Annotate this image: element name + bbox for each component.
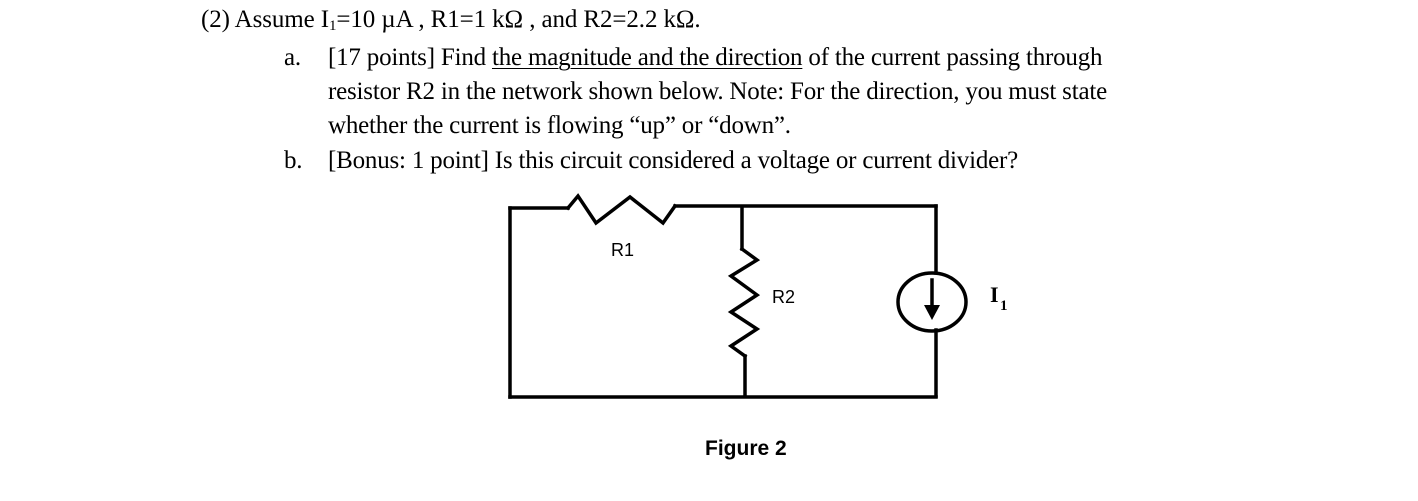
r2-label: R2: [772, 287, 795, 307]
item-a-line-1: [17 points] Find the magnitude and the d…: [328, 44, 1103, 72]
current-source-circle: [896, 271, 968, 333]
r1-label: R1: [611, 240, 634, 260]
item-b-marker: b.: [284, 147, 303, 174]
item-a-line-3: whether the current is flowing “up” or “…: [328, 112, 791, 139]
source-label-subscript: 1: [1000, 298, 1008, 314]
resistor-r1: [565, 193, 678, 226]
source-label: I: [990, 282, 999, 307]
question-heading: (2) Assume I1=10 µA , R1=1 kΩ , and R2=2…: [201, 6, 701, 35]
item-a-line-2: resistor R2 in the network shown below. …: [328, 78, 1107, 105]
item-a-underlined-phrase: the magnitude and the direction: [491, 44, 803, 71]
item-a-points: [17 points] Find: [328, 44, 492, 71]
heading-subscript: 1: [328, 18, 337, 34]
item-a-text: of the current passing through: [802, 44, 1103, 71]
figure-caption: Figure 2: [705, 437, 787, 460]
heading-values: =10 µA , R1=1 kΩ , and R2=2.2 kΩ.: [336, 6, 701, 33]
resistor-r2: [727, 246, 761, 359]
heading-text: (2) Assume I: [201, 6, 329, 33]
item-b-line-1: [Bonus: 1 point] Is this circuit conside…: [328, 147, 1019, 174]
current-source-arrow-down-icon: [924, 305, 940, 320]
item-a-marker: a.: [284, 44, 301, 71]
